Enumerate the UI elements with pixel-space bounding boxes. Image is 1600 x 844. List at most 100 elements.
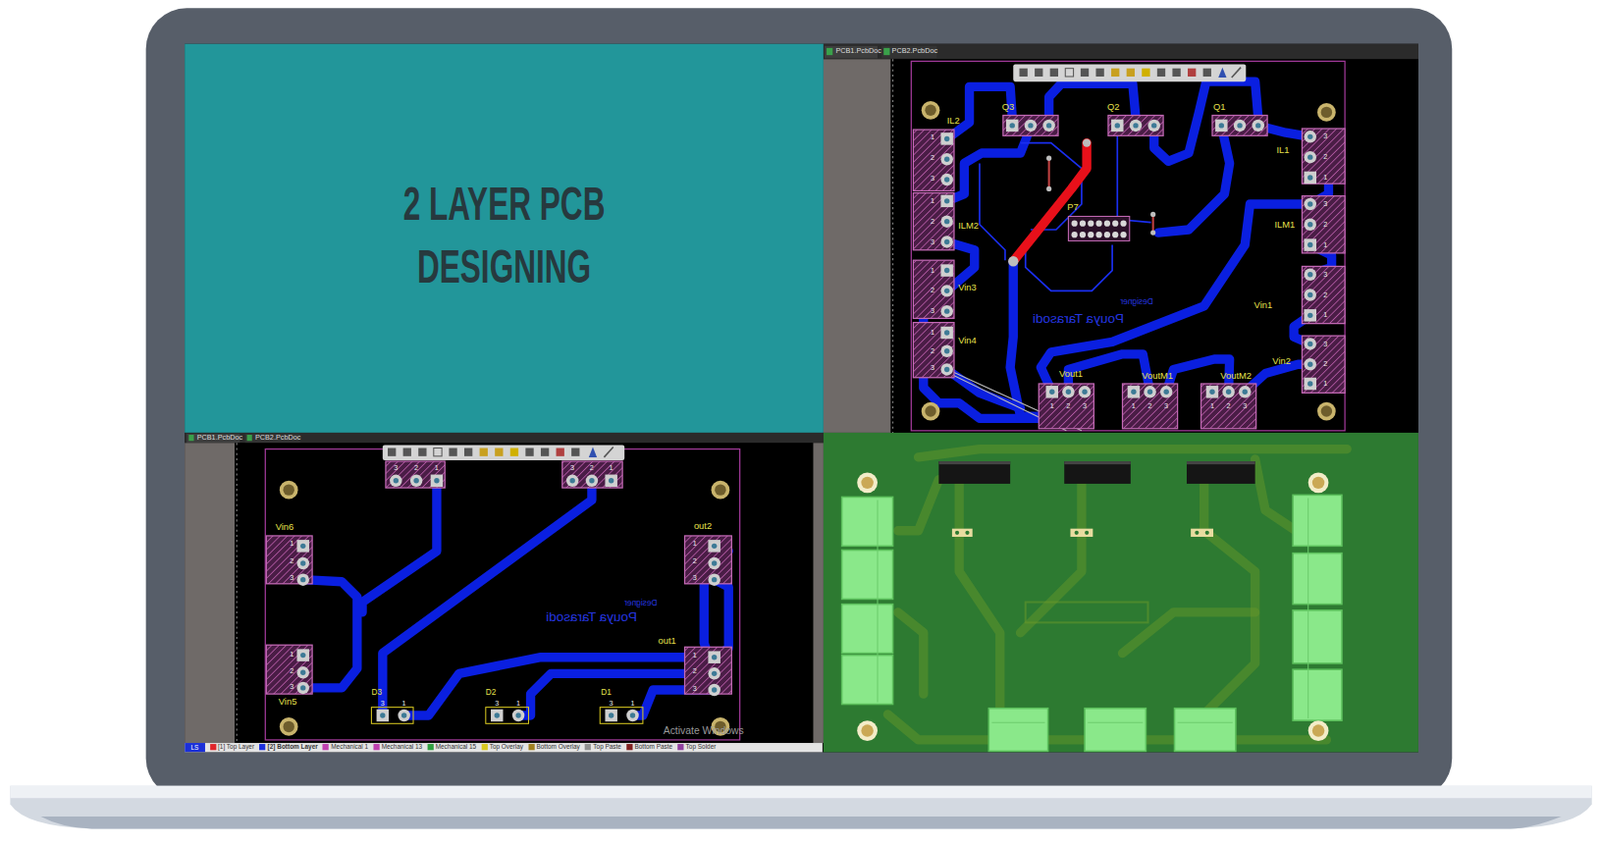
pin-number: 3 — [289, 683, 294, 691]
pin-number: 3 — [1082, 402, 1087, 410]
component-label: Q2 — [1107, 103, 1120, 112]
pin-number: 1 — [930, 197, 935, 205]
component-label: D1 — [600, 689, 612, 697]
layer-swatch — [480, 745, 487, 751]
component-label: Vin6 — [275, 522, 295, 532]
status-bar: LS[1] Top Layer[2] Bottom LayerMechanica… — [184, 743, 823, 752]
pin-number: 1 — [434, 464, 439, 472]
pin-number: 1 — [289, 539, 294, 547]
component-label: Q3 — [1002, 103, 1014, 112]
component-label: Vin5 — [278, 696, 298, 706]
layer-swatch — [426, 745, 433, 751]
component-label: out2 — [693, 521, 712, 531]
pin-number: 1 — [1323, 173, 1328, 181]
layer-name: Mechanical 1 — [330, 744, 369, 750]
layer-tab: [2] Bottom Layer — [259, 744, 318, 750]
pin-number: 2 — [930, 286, 935, 294]
layer-name: Top Overlay — [489, 744, 524, 750]
component-label: IL1 — [1276, 146, 1289, 156]
pin-number: 3 — [570, 464, 575, 472]
pin-number: 2 — [930, 216, 935, 224]
designer-text: Pouya Tarasodi — [1032, 311, 1124, 325]
pin-number: 3 — [1323, 339, 1328, 347]
layer-name: Mechanical 13 — [381, 744, 423, 750]
component-label: IL2 — [947, 116, 960, 126]
layer-swatch — [528, 745, 534, 751]
layer-name: Bottom Overlay — [536, 744, 581, 750]
pin-number: 1 — [693, 539, 697, 547]
pin-number: 3 — [930, 237, 935, 245]
pin-number: 1 — [1323, 311, 1328, 319]
pin-number: 3 — [1323, 200, 1328, 208]
tab-label: PCB2.PcbDoc — [892, 47, 939, 54]
pin-number: 1 — [693, 650, 697, 658]
pin-number: 2 — [1323, 220, 1328, 228]
pin-number: 3 — [609, 698, 614, 706]
pin-number: 1 — [402, 698, 407, 706]
component-label: VoutM1 — [1141, 372, 1174, 381]
pin-number: 1 — [1050, 402, 1055, 410]
pin-number: 2 — [1226, 402, 1231, 410]
pin-number: 3 — [380, 698, 385, 706]
layer-swatch — [585, 745, 591, 751]
pin-number: 2 — [930, 347, 935, 355]
pin-number: 2 — [693, 557, 697, 565]
pin-number: 2 — [414, 464, 419, 472]
pin-number: 3 — [393, 464, 398, 472]
pin-number: 2 — [693, 667, 697, 675]
pin-number: 3 — [1323, 132, 1328, 140]
pin-number: 1 — [1210, 402, 1215, 410]
pin-number: 2 — [930, 154, 935, 161]
layer-swatch — [259, 745, 266, 751]
pin-number: 3 — [930, 307, 935, 315]
pin-number: 1 — [930, 266, 935, 273]
layer-name: Top Solder — [686, 744, 717, 750]
component-label: Vin3 — [958, 283, 977, 293]
component-label: out1 — [658, 637, 677, 646]
tab-label: PCB1.PcbDoc — [835, 47, 882, 54]
layer-name: Mechanical 15 — [435, 744, 477, 750]
layer-swatch — [677, 745, 684, 751]
component-label: D3 — [371, 689, 382, 697]
pin-number: 2 — [289, 557, 294, 565]
pin-number: 2 — [289, 667, 294, 675]
pin-number: 1 — [630, 698, 635, 706]
component-label: ILM2 — [958, 221, 979, 231]
layer-name: [1] Top Layer — [217, 744, 255, 750]
pin-number: 2 — [1147, 402, 1152, 410]
pin-number: 1 — [609, 464, 614, 472]
pin-number: 3 — [930, 174, 935, 182]
component-label: D2 — [485, 689, 497, 697]
component-label: Vout1 — [1059, 369, 1083, 378]
designer-text: Designer — [1120, 298, 1153, 307]
tab-label: PCB2.PcbDoc — [255, 433, 302, 441]
pin-number: 3 — [494, 698, 499, 706]
pin-number: 1 — [930, 133, 935, 141]
component-label: Q1 — [1213, 103, 1226, 112]
tab-label: PCB1.PcbDoc — [197, 433, 244, 441]
component-label: Vin1 — [1254, 301, 1274, 311]
layer-tab: Top Overlay — [480, 744, 524, 750]
component-label: ILM1 — [1274, 220, 1295, 230]
component-label: P7 — [1066, 203, 1078, 213]
layer-tab: Bottom Paste — [626, 744, 673, 750]
component-label: Vin2 — [1272, 357, 1291, 367]
pin-number: 2 — [1323, 360, 1328, 368]
pin-number: 3 — [1323, 270, 1328, 278]
pin-number: 3 — [1242, 402, 1247, 410]
pin-number: 2 — [1066, 402, 1070, 410]
designer-text: Pouya Tarasodi — [545, 610, 638, 625]
pin-number: 3 — [289, 573, 294, 581]
layer-name: Bottom Paste — [634, 744, 673, 750]
layer-tab: Mechanical 15 — [426, 744, 477, 750]
pin-number: 1 — [930, 328, 935, 336]
pin-number: 2 — [589, 464, 594, 472]
layer-swatch — [626, 745, 633, 751]
layer-tab: Top Solder — [677, 744, 716, 750]
component-label: Vin4 — [958, 336, 977, 346]
pin-number: 1 — [1323, 240, 1328, 248]
layer-tab: [1] Top Layer — [210, 744, 255, 750]
pin-number: 3 — [1164, 402, 1169, 410]
